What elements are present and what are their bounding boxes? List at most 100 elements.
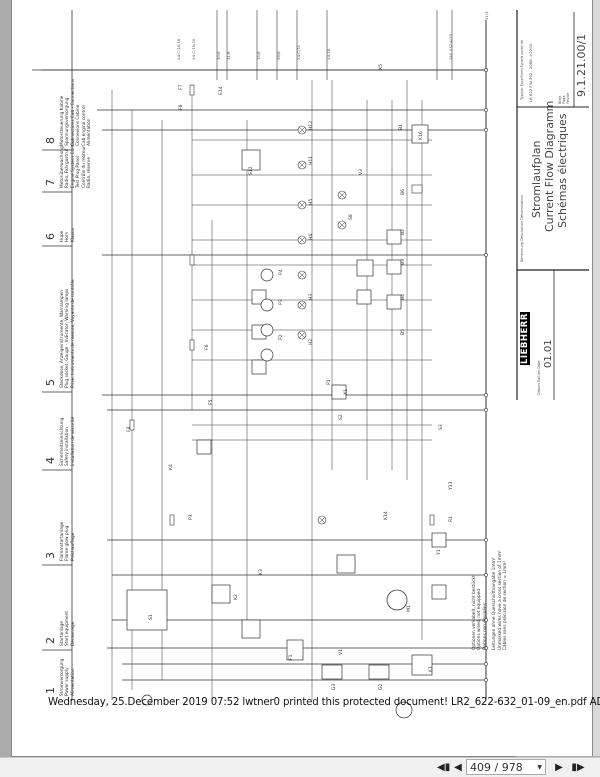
component-box	[286, 639, 304, 661]
page-indicator: 409 / 978	[470, 761, 523, 774]
component-label: B2	[400, 229, 406, 235]
component-label: H3	[308, 294, 314, 300]
terminal	[484, 618, 488, 622]
section-number: 4	[44, 457, 57, 464]
section-number: 8	[44, 137, 57, 144]
note-line: Leitungen ohne Querschnittsangabe 1mm²	[492, 557, 498, 650]
component-box	[251, 359, 267, 375]
next-page-icon: ▶	[555, 762, 563, 773]
lamp-cross	[298, 236, 306, 244]
battery-g3	[321, 664, 343, 680]
page-label: Blatt Page Feuille	[558, 92, 570, 104]
component-label: G3	[331, 684, 337, 690]
component-label: B4	[400, 294, 406, 300]
gauge-symbol	[260, 268, 274, 282]
fuse-symbol	[189, 84, 195, 96]
component-label: F4	[126, 426, 132, 432]
component-label: K2	[233, 594, 239, 600]
section-number: 6	[44, 233, 57, 240]
component-label: R1	[448, 516, 454, 522]
section-title-line: Prise, Instruments de mesure, Voyants de…	[70, 279, 76, 388]
lamp-cross	[298, 331, 306, 339]
last-page-button[interactable]: ▮▶	[570, 761, 586, 774]
title-block: Benennung Description Dénomination Strom…	[514, 0, 593, 756]
component-box	[386, 259, 402, 275]
section-title-line: Alimentation	[87, 118, 93, 146]
section-title-line: Installation de sécurité	[70, 416, 76, 466]
component-label: K1	[428, 666, 434, 672]
component-label: F1	[288, 654, 294, 660]
terminal	[484, 68, 488, 72]
fuse-symbol	[429, 514, 435, 526]
component-box	[356, 259, 374, 277]
component-box	[241, 149, 261, 171]
title-line-3: Schémas électriques	[556, 113, 569, 228]
first-page-icon: ◀▮	[437, 762, 451, 773]
component-label: P4	[278, 269, 284, 275]
component-box	[211, 584, 231, 604]
component-box	[251, 289, 267, 305]
component-label: P3	[278, 299, 284, 305]
component-box	[356, 289, 372, 305]
component-box	[126, 589, 168, 631]
terminal	[484, 408, 488, 412]
previous-page-button[interactable]: ◀	[452, 761, 464, 774]
next-page-button[interactable]: ▶	[553, 761, 565, 774]
component-label: F7	[178, 84, 184, 90]
component-box	[411, 654, 433, 676]
wire-reference: 58/8	[276, 51, 281, 60]
component-box	[411, 124, 429, 144]
component-label: K16	[418, 131, 424, 140]
component-label: K4	[168, 464, 174, 470]
component-label: H5	[308, 199, 314, 205]
component-label: F8	[178, 104, 184, 110]
wire-reference: X4:C/15/20	[191, 38, 196, 60]
note-line: Options non équipées	[482, 603, 488, 650]
component-box	[386, 294, 402, 310]
battery-g2	[368, 664, 390, 680]
title-block-frame	[516, 10, 589, 400]
lamp-cross	[298, 201, 306, 209]
lamp-cross	[298, 301, 306, 309]
component-label: H12	[308, 121, 314, 130]
component-label: B1	[398, 124, 404, 130]
type-label: Typ/Job Type/Form Type/à porte de	[520, 39, 524, 100]
component-label: H11	[308, 156, 314, 165]
terminal	[484, 678, 488, 682]
section-title-line: Préchauffage	[70, 532, 76, 561]
section-number: 7	[44, 179, 57, 186]
first-page-button[interactable]: ◀▮	[437, 761, 451, 774]
print-watermark-note: Wednesday, 25.December 2019 07:52 lwtner…	[48, 697, 600, 708]
terminal	[484, 253, 488, 257]
component-label: Y13	[448, 481, 454, 491]
component-label: P2	[278, 334, 284, 340]
lamp-cross	[298, 126, 306, 134]
section-title-line: Démarrage	[70, 621, 76, 646]
component-label: K3	[258, 569, 264, 575]
component-label: V3	[358, 169, 364, 175]
date-label: Datum Edition Date	[537, 360, 541, 395]
date-value: 01.01	[543, 339, 554, 368]
component-label: H2	[308, 339, 314, 345]
component-label: H4	[308, 234, 314, 240]
section-number: 2	[44, 637, 57, 644]
previous-page-icon: ◀	[454, 762, 462, 773]
page-navigation-toolbar: ◀▮ ◀ 409 / 978▼ ▶ ▮▶	[0, 757, 600, 777]
wire-reference: X4:18	[326, 48, 331, 60]
lamp-cross	[318, 516, 326, 524]
vertical-scrollbar[interactable]	[593, 0, 600, 756]
horn-symbol	[411, 184, 423, 194]
generator-symbol	[395, 701, 413, 719]
title-line-1: Stromlaufplan	[530, 140, 543, 218]
component-box	[431, 532, 447, 548]
component-label: B5	[400, 329, 406, 335]
wire-reference: 24V X32:4/15	[448, 34, 453, 60]
page-selector[interactable]: 409 / 978▼	[466, 759, 546, 775]
component-label: B6	[400, 189, 406, 195]
